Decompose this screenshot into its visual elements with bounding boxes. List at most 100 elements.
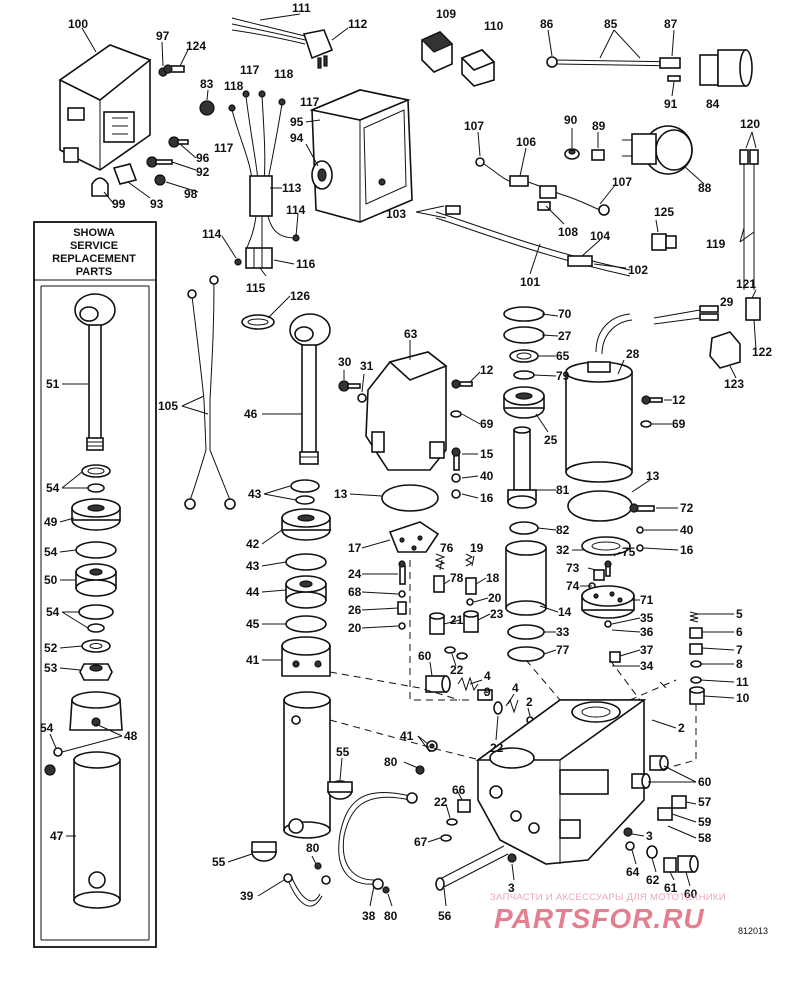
part-3-screw-b [623, 827, 633, 837]
part-66-fitting [457, 799, 471, 813]
callout-40-a: 40 [480, 469, 494, 483]
part-tilt-cylinder [283, 691, 331, 839]
part-13-oring-right [567, 490, 633, 522]
callout-106: 106 [516, 135, 536, 149]
callout-89: 89 [592, 119, 606, 133]
callout-39: 39 [240, 889, 254, 903]
callout-116: 116 [296, 257, 316, 271]
callout-115: 115 [246, 281, 266, 295]
part-52-washer [81, 639, 111, 653]
callout-21: 21 [450, 613, 464, 627]
part-75-screw [604, 560, 612, 577]
part-92-screw [146, 156, 173, 168]
callout-80-a: 80 [384, 755, 398, 769]
callout-13-a: 13 [334, 487, 348, 501]
part-90-cap [564, 148, 580, 160]
callout-2-b: 2 [678, 721, 685, 735]
part-100-relay-housing [58, 44, 152, 171]
callout-109: 109 [436, 7, 456, 21]
part-69-washer-left [450, 410, 462, 418]
callout-77: 77 [556, 643, 570, 657]
part-67-oring [440, 834, 452, 842]
part-27-oring [503, 326, 545, 344]
part-24-screw [398, 560, 406, 585]
callout-9: 9 [484, 685, 491, 699]
callout-7: 7 [736, 643, 743, 657]
part-70-oring [503, 306, 545, 322]
part-71-pump [581, 585, 635, 619]
callout-44: 44 [246, 585, 260, 599]
part-42-head [281, 508, 331, 541]
part-63-motor-cover [365, 351, 448, 471]
callout-113: 113 [282, 181, 302, 195]
callout-14: 14 [558, 605, 572, 619]
callout-38: 38 [362, 909, 376, 923]
part-60-fitting-a [649, 755, 669, 771]
callout-114-a: 114 [286, 203, 306, 217]
part-55-plug-bottom [251, 841, 277, 862]
callout-124: 124 [186, 39, 206, 53]
part-22-oring-b [493, 701, 503, 715]
callout-30: 30 [338, 355, 352, 369]
callout-117-b: 117 [300, 95, 320, 109]
part-25-gear [503, 386, 545, 419]
part-45-ring [285, 615, 327, 633]
part-89-lamp [591, 149, 605, 161]
callout-104: 104 [590, 229, 610, 243]
callout-3-a: 3 [508, 881, 515, 895]
callout-29: 29 [720, 295, 734, 309]
part-60-fitting-b [631, 773, 651, 789]
part-78-valve [433, 575, 445, 593]
part-12-screw-left [451, 379, 473, 389]
callout-121: 121 [736, 277, 756, 291]
callout-85: 85 [604, 17, 618, 31]
part-126-clamp [241, 314, 275, 330]
callout-71: 71 [640, 593, 654, 607]
callout-96: 96 [196, 151, 210, 165]
part-88-gauge [622, 125, 693, 175]
part-54-ring-b [75, 541, 117, 559]
part-43-ring [285, 553, 327, 571]
part-76-spring [434, 553, 446, 570]
callout-103: 103 [386, 207, 406, 221]
part-108-terminal [537, 201, 551, 211]
callout-72: 72 [680, 501, 694, 515]
callout-120: 120 [740, 117, 760, 131]
callout-54-b: 54 [44, 545, 58, 559]
callout-11: 11 [736, 675, 749, 689]
part-72-screw [629, 503, 655, 513]
callout-70: 70 [558, 307, 572, 321]
callout-12-b: 12 [672, 393, 686, 407]
part-22-oring-c [446, 818, 458, 826]
part-119-lead [739, 149, 759, 290]
callout-91: 91 [664, 97, 678, 111]
part-16-washer [451, 489, 461, 499]
callout-117-c: 117 [214, 141, 234, 155]
callout-80-b: 80 [306, 841, 320, 855]
part-62-oring [646, 845, 658, 859]
callout-22-c: 22 [434, 795, 448, 809]
callout-62: 62 [646, 873, 660, 887]
part-61-plug [663, 857, 677, 873]
callout-84: 84 [706, 97, 720, 111]
callout-98: 98 [184, 187, 198, 201]
callout-57: 57 [698, 795, 712, 809]
callout-50: 50 [44, 573, 58, 587]
callout-63: 63 [404, 327, 418, 341]
part-31-washer [357, 393, 367, 403]
part-56-tube [435, 845, 509, 891]
callout-37: 37 [640, 643, 654, 657]
callout-65: 65 [556, 349, 570, 363]
part-46-piston-rod [289, 313, 331, 465]
leader-lines [49, 13, 757, 907]
callout-60-a: 60 [418, 649, 432, 663]
part-8-oring [690, 660, 702, 668]
callout-87: 87 [664, 17, 678, 31]
part-13-oring-left [381, 484, 439, 512]
callout-47: 47 [50, 829, 64, 843]
callout-20-b: 20 [488, 591, 502, 605]
part-111-cable [231, 17, 306, 45]
callout-64: 64 [626, 865, 640, 879]
callout-49: 49 [44, 515, 58, 529]
part-73-valve [593, 569, 605, 581]
